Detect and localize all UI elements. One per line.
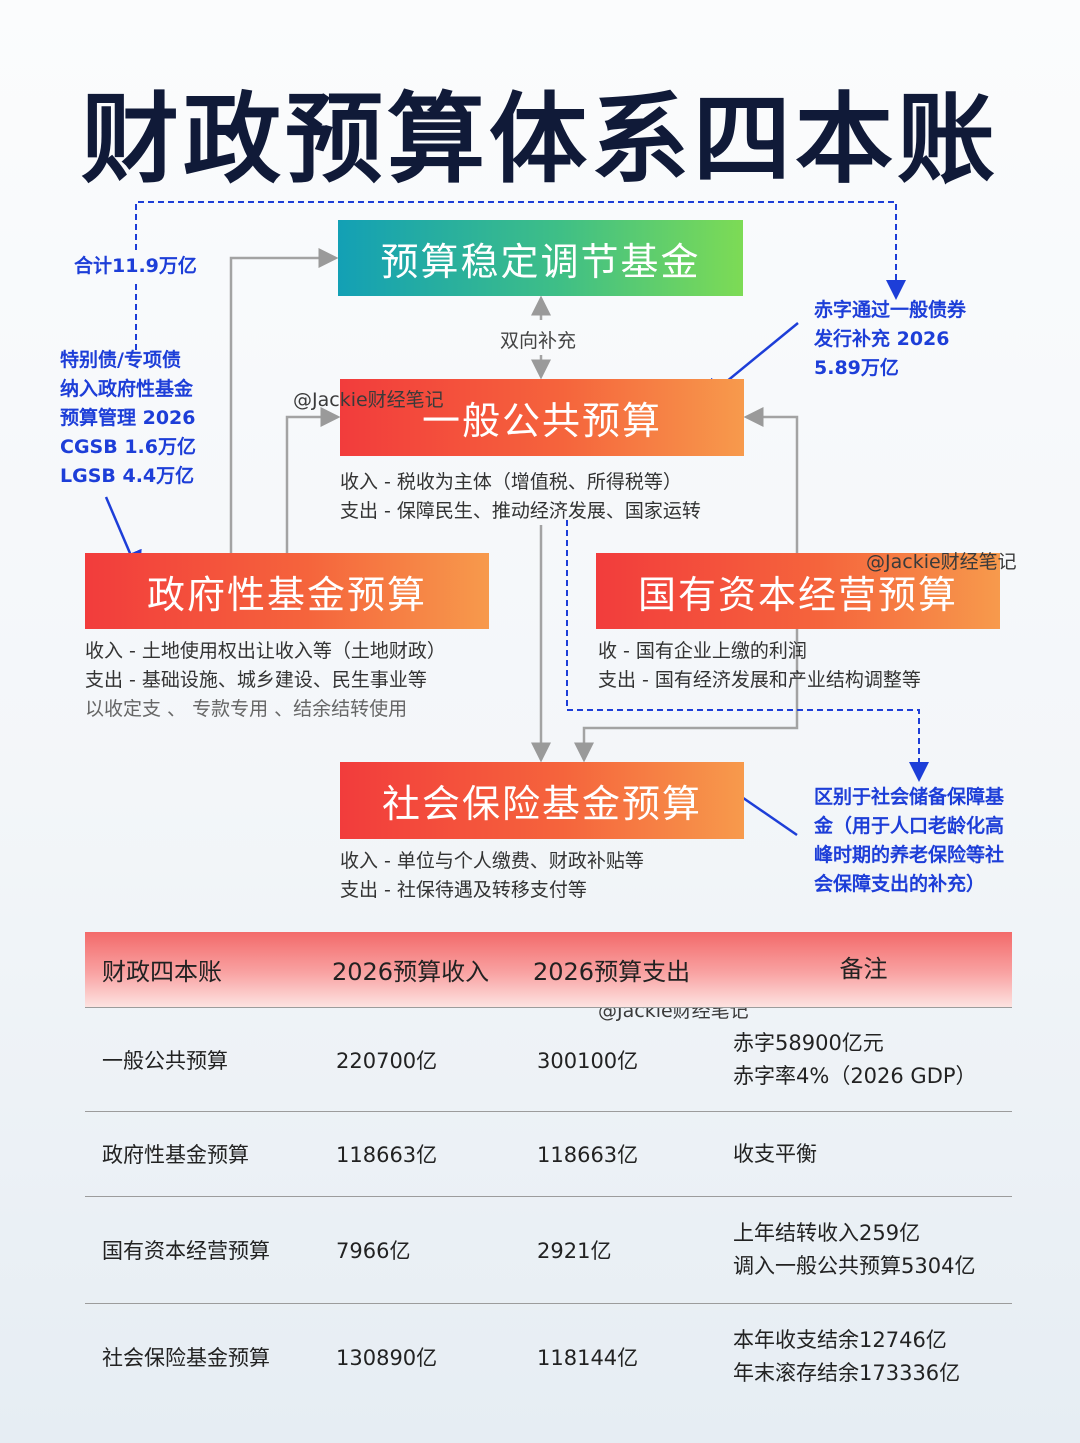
general-income: 收入 - 税收为主体（增值税、所得税等） [340,471,682,493]
note-social-reserve: 区别于社会储备保障基 金（用于人口老龄化高 峰时期的养老保险等社 会保障支出的补… [814,786,1005,895]
arrow-soe-to-general [743,407,799,553]
soe-desc: 收 - 国有企业上缴的利润 支出 - 国有经济发展和产业结构调整等 [598,637,921,695]
note-total: 合计11.9万亿 [70,252,201,281]
watermark-2: @Jackie财经笔记 [866,551,1017,573]
header-expense: 2026预算支出 [533,958,691,986]
arrow-soe-to-social [574,629,799,763]
two-way-label: 双向补充 [500,330,577,352]
page-title: 财政预算体系四本账 [80,83,999,197]
box-soe-capital-budget: 国有资本经营预算 [596,553,1000,629]
table-row: 国有资本经营预算 7966亿 2921亿 上年结转收入259亿 调入一般公共预算… [85,1197,1012,1304]
soe-expense: 支出 - 国有经济发展和产业结构调整等 [598,669,921,691]
box-general-public-budget: 一般公共预算 [340,379,744,456]
note-special-bonds: 特别债/专项债 纳入政府性基金 预算管理 2026 CGSB 1.6万亿 LGS… [60,349,196,487]
box-social-insurance-budget: 社会保险基金预算 [340,762,744,839]
govfund-income: 收入 - 土地使用权出让收入等（土地财政） [85,640,446,662]
budget-table: 财政四本账 2026预算收入 2026预算支出 备注 一般公共预算 220700… [85,932,1012,1410]
govfund-desc: 收入 - 土地使用权出让收入等（土地财政） 支出 - 基础设施、城乡建设、民生事… [85,637,446,724]
table-row: 政府性基金预算 118663亿 118663亿 收支平衡 [85,1112,1012,1197]
box-stabilization-fund: 预算稳定调节基金 [338,220,743,296]
social-income: 收入 - 单位与个人缴费、财政补贴等 [340,850,644,872]
general-desc: 收入 - 税收为主体（增值税、所得税等） 支出 - 保障民生、推动经济发展、国家… [340,468,701,526]
header-income: 2026预算收入 [332,958,490,986]
table-header: 财政四本账 2026预算收入 2026预算支出 备注 [85,932,1012,1007]
header-note: 备注 [839,955,888,983]
header-name: 财政四本账 [102,958,222,986]
watermark-1: @Jackie财经笔记 [293,389,444,411]
social-desc: 收入 - 单位与个人缴费、财政补贴等 支出 - 社保待遇及转移支付等 [340,847,644,905]
box-government-fund-budget: 政府性基金预算 [85,553,489,629]
dashed-general-to-reserve [566,520,929,782]
note-deficit: 赤字通过一般债券 发行补充 2026 5.89万亿 [814,299,967,379]
arrow-govfund-to-general [285,407,341,553]
govfund-principle: 以收定支 、 专款专用 、结余结转使用 [85,698,408,720]
arrow-govfund-to-stabilization [229,248,339,553]
table-row: 社会保险基金预算 130890亿 118144亿 本年收支结余12746亿 年末… [102,1328,961,1385]
govfund-expense: 支出 - 基础设施、城乡建设、民生事业等 [85,669,427,691]
social-expense: 支出 - 社保待遇及转移支付等 [340,879,587,901]
general-expense: 支出 - 保障民生、推动经济发展、国家运转 [340,500,701,522]
soe-income: 收 - 国有企业上缴的利润 [598,640,807,662]
table-row: 一般公共预算 220700亿 300100亿 赤字58900亿元 赤字率4%（2… [85,1007,1012,1112]
